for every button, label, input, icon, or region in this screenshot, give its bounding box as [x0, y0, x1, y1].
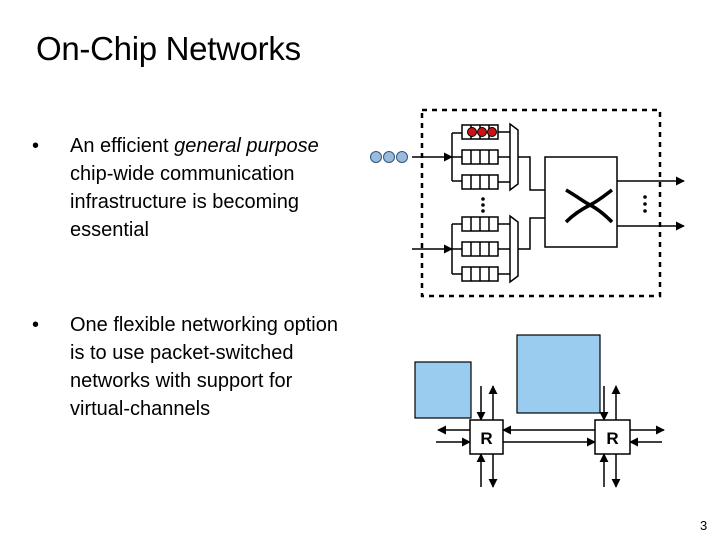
flit	[383, 151, 395, 163]
flit	[370, 151, 382, 163]
vc-multiplexer	[509, 122, 519, 192]
crossbar-switch	[544, 156, 618, 248]
more-ports-ellipsis	[481, 197, 485, 213]
virtual-channel-buffer	[461, 266, 499, 282]
bullet-marker: •	[32, 314, 40, 336]
vc-multiplexer	[509, 214, 519, 284]
more-outputs-ellipsis	[643, 195, 647, 213]
router-node-1: R	[469, 419, 504, 455]
input-port-1	[451, 122, 519, 192]
virtual-channel-buffer	[461, 174, 499, 190]
bullet-text-after: chip-wide communication infrastructure i…	[70, 163, 299, 241]
virtual-channel-buffer	[461, 241, 499, 257]
processing-tile	[414, 361, 472, 419]
bullet-text-before: An efficient	[70, 135, 175, 157]
bullet-packet-switched: • One flexible networking option is to u…	[32, 311, 351, 423]
slide-title: On-Chip Networks	[36, 30, 301, 67]
flit	[477, 127, 487, 137]
flit	[396, 151, 408, 163]
router-label: R	[480, 429, 492, 448]
input-port-2	[451, 214, 519, 284]
bullet-marker: •	[32, 135, 40, 157]
router-boundary	[420, 108, 662, 298]
flit	[467, 127, 477, 137]
bullet-text: An efficient general purpose chip-wide c…	[46, 132, 351, 244]
bullet-emphasis: general purpose	[174, 135, 319, 157]
bullet-text: One flexible networking option is to use…	[70, 314, 338, 420]
slide-number: 3	[700, 518, 708, 533]
processing-tile	[516, 334, 601, 414]
virtual-channel-buffer	[461, 149, 499, 165]
packet-switched-mesh: R R	[414, 334, 665, 488]
bullet-general-purpose: • An efficient general purpose chip-wide…	[32, 132, 351, 244]
flit	[487, 127, 497, 137]
router-node-2: R	[594, 419, 631, 455]
virtual-channel-buffer	[461, 216, 499, 232]
incoming-flits	[370, 151, 408, 163]
virtual-channel-buffer	[461, 124, 499, 140]
router-label: R	[606, 429, 618, 448]
router-microarchitecture	[370, 108, 685, 298]
